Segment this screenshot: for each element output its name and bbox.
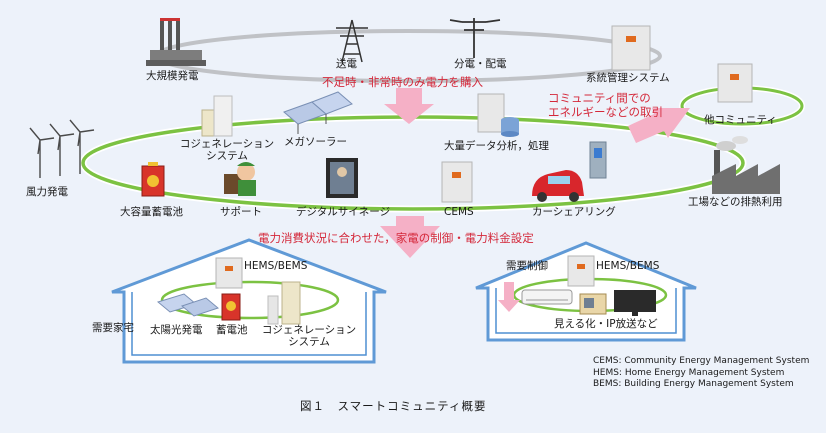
label-customer-home: 需要家宅 (92, 322, 134, 334)
digital-signage-icon (326, 158, 358, 198)
label-home-battery: 蓄電池 (216, 324, 248, 336)
legend-hems: HEMS: Home Energy Management System (593, 367, 785, 378)
label-large-power: 大規模発電 (146, 70, 199, 82)
label-cogen: コジェネレーション システム (172, 138, 282, 162)
label-demand-control: 需要制御 (506, 260, 548, 272)
utility-pole-icon (449, 18, 501, 58)
house-building (475, 241, 697, 342)
other-community-server-icon (717, 63, 753, 103)
label-home-cogen: コジェネレーション システム (254, 324, 364, 348)
legend-bems: BEMS: Building Energy Management System (593, 379, 794, 389)
label-other-community: 他コミュニティ (704, 114, 777, 126)
label-signage: デジタルサイネージ (296, 206, 391, 218)
label-hems-home: HEMS/BEMS (244, 260, 308, 272)
grid-server-icon (611, 25, 651, 71)
ev-charger-icon (589, 141, 607, 179)
legend-cems: CEMS: Community Energy Management System (593, 356, 810, 366)
mega-solar-icon (283, 91, 353, 134)
home-solar-icon (156, 293, 220, 317)
label-wind: 風力発電 (26, 186, 68, 198)
label-big-data: 大量データ分析，処理 (444, 140, 549, 152)
arrow-down-homes (380, 216, 440, 258)
label-cems: CEMS (444, 206, 474, 218)
label-cogen-line-1: コジェネレーション (179, 138, 275, 150)
factory-icon (712, 136, 780, 194)
hems-server-building-icon (567, 255, 595, 287)
label-mega-solar: メガソーラー (284, 136, 347, 148)
acronym-legend: CEMS: Community Energy Management System… (593, 356, 809, 391)
cogen-icon (201, 95, 233, 137)
power-plant-icon (146, 18, 206, 66)
label-control: 電力消費状況に合わせた，家電の制御・電力料金設定 (258, 231, 534, 245)
transmission-tower-icon (336, 19, 368, 63)
support-person-icon (224, 162, 256, 196)
arrow-inter-community (628, 108, 690, 143)
label-home-cogen-line-2: システム (288, 336, 330, 349)
top-grid-loop (154, 29, 662, 83)
house-customer (111, 238, 387, 364)
big-data-server-icon (477, 93, 519, 137)
car-icon (532, 170, 584, 202)
hems-server-home-icon (215, 257, 243, 289)
label-distribution: 分電・配電 (454, 58, 507, 70)
storage-battery-icon (141, 162, 165, 197)
label-grid-management: 系統管理システム (586, 72, 670, 84)
label-home-cogen-line-1: コジェネレーション (261, 324, 357, 336)
wind-turbine-icon (29, 119, 95, 178)
tv-icon (614, 290, 656, 316)
label-hems-building: HEMS/BEMS (596, 260, 660, 272)
home-cogen-icon (267, 281, 301, 325)
label-storage: 大容量蓄電池 (120, 206, 183, 218)
label-transmission: 送電 (336, 58, 357, 70)
cems-server-icon (441, 161, 473, 203)
label-buy-shortage: 不足時・非常時のみ電力を購入 (322, 75, 483, 89)
label-home-solar: 太陽光発電 (150, 324, 203, 336)
label-visualization: 見える化・IP放送など (554, 318, 658, 330)
label-inter-community-1: コミュニティ間での (548, 91, 651, 105)
demand-control-arrow-icon (498, 282, 520, 312)
label-factory-heat: 工場などの排熱利用 (688, 196, 783, 208)
intercom-icon (579, 293, 607, 315)
label-car-sharing: カーシェアリング (532, 206, 616, 218)
air-conditioner-icon (521, 289, 573, 305)
figure-caption: 図１ スマートコミュニティ概要 (300, 399, 487, 413)
arrow-down-top (384, 88, 434, 124)
home-battery-icon (221, 293, 241, 321)
label-support: サポート (220, 206, 262, 218)
label-inter-community-2: エネルギーなどの取引 (548, 105, 663, 119)
label-cogen-line-2: システム (206, 150, 248, 163)
